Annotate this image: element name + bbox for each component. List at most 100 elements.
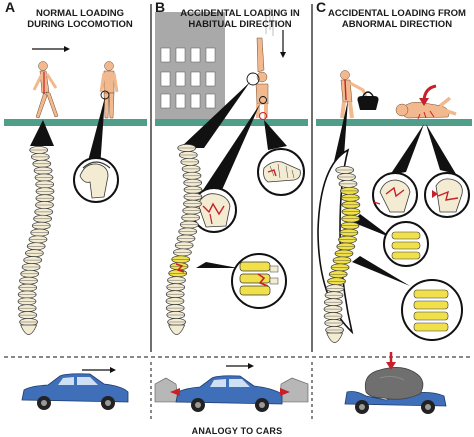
- vertebra: [183, 178, 203, 187]
- vertebra: [30, 228, 50, 237]
- vertebra: [165, 290, 185, 299]
- sacrum: [20, 324, 38, 335]
- vertebra: [323, 298, 343, 307]
- vertebra: [33, 214, 52, 223]
- vertebra: [173, 248, 192, 257]
- panel-c-title-line1: ACCIDENTAL LOADING FROM: [328, 8, 466, 19]
- panel-a-title: NORMAL LOADING DURING LOCOMOTION: [20, 8, 140, 30]
- vertebra: [35, 180, 55, 189]
- callout-wedge: [196, 262, 238, 268]
- vertebra: [32, 159, 52, 168]
- car-moving: [21, 367, 129, 410]
- vertebra-fracture: [239, 261, 279, 296]
- vertebra: [183, 192, 203, 201]
- vertebra: [327, 277, 346, 286]
- vertebra: [179, 220, 199, 229]
- spine: [165, 144, 203, 335]
- vertebra: [29, 146, 49, 154]
- callout-wedge: [203, 104, 260, 190]
- hip-fracture: [373, 179, 411, 213]
- vertebra: [334, 249, 354, 258]
- vertebra: [167, 276, 186, 285]
- vertebra: [174, 241, 194, 250]
- vertebra: [340, 193, 360, 202]
- vertebra-stress: [413, 289, 449, 332]
- foot-bones: [263, 161, 301, 183]
- callout-wedge: [426, 124, 456, 174]
- vertebra: [165, 304, 185, 313]
- building: [155, 12, 225, 119]
- vertebra: [20, 269, 40, 278]
- footer-caption: ANALOGY TO CARS: [191, 426, 283, 436]
- vertebra: [183, 185, 203, 194]
- vertebra: [165, 297, 185, 306]
- vertebra: [182, 206, 202, 215]
- vertebra: [35, 194, 55, 203]
- vertebra: [35, 201, 54, 209]
- vertebra: [171, 255, 191, 264]
- walking-figure: [32, 61, 59, 119]
- rock: [364, 367, 424, 400]
- panel-a-title-line1: NORMAL LOADING: [36, 8, 124, 19]
- vertebra: [324, 291, 344, 300]
- callout-wedge: [264, 120, 287, 150]
- vertebra: [23, 256, 43, 265]
- vertebra: [35, 187, 55, 196]
- shopping-bag: [357, 91, 379, 110]
- vertebra: [325, 326, 344, 334]
- car-crushed: [344, 352, 447, 414]
- hip-joint: [79, 161, 111, 199]
- vertebra: [335, 166, 355, 174]
- vertebra: [18, 283, 38, 292]
- vertebra: [341, 200, 361, 209]
- vertebra: [341, 207, 361, 216]
- vertebra: [177, 144, 197, 152]
- spine: [323, 166, 361, 343]
- vertebra: [323, 305, 343, 314]
- vertebra: [340, 221, 360, 230]
- vertebra: [328, 270, 348, 279]
- ground-strip: [155, 119, 308, 126]
- vertebra: [338, 179, 358, 188]
- vertebra: [339, 228, 359, 237]
- vertebra: [325, 284, 345, 293]
- vertebra: [181, 164, 201, 173]
- car-collision: [154, 363, 309, 412]
- vertebra: [338, 235, 357, 244]
- vertebra: [178, 151, 198, 159]
- panel-letter-c: C: [316, 0, 327, 15]
- fracture-mark: [175, 263, 185, 273]
- vertebra: [25, 249, 44, 258]
- vertebra: [183, 199, 202, 208]
- vertebra: [166, 311, 186, 319]
- vertebra: [176, 234, 196, 243]
- vertebra: [19, 318, 38, 326]
- sacrum: [326, 332, 344, 343]
- vertebra: [34, 207, 54, 216]
- callout-wedge: [180, 82, 250, 148]
- vertebra: [182, 171, 202, 180]
- panel-b-title-line1: ACCIDENTAL LOADING IN: [180, 8, 300, 19]
- panel-letter-b: B: [155, 0, 166, 15]
- vertebra: [336, 242, 356, 251]
- vertebra: [31, 221, 51, 230]
- vertebra: [17, 290, 37, 299]
- panel-a-title-line2: DURING LOCOMOTION: [27, 19, 133, 30]
- fallen-figure: [395, 96, 457, 120]
- vertebra: [26, 242, 46, 251]
- force-arrow: [422, 84, 437, 101]
- lifting-figure: [340, 70, 368, 119]
- vertebra-stress: [391, 231, 421, 260]
- vertebra: [167, 318, 186, 326]
- vertebra: [341, 214, 361, 223]
- panel-b-title: ACCIDENTAL LOADING IN HABITUAL DIRECTION: [170, 8, 310, 30]
- hip-fracture: [432, 178, 463, 213]
- ground-strip: [4, 119, 147, 126]
- vertebra: [19, 276, 38, 285]
- falling-figure: [246, 37, 269, 120]
- sacrum: [168, 324, 186, 335]
- ground-strip: [316, 119, 472, 126]
- vertebra: [181, 213, 200, 222]
- vertebra: [166, 283, 186, 292]
